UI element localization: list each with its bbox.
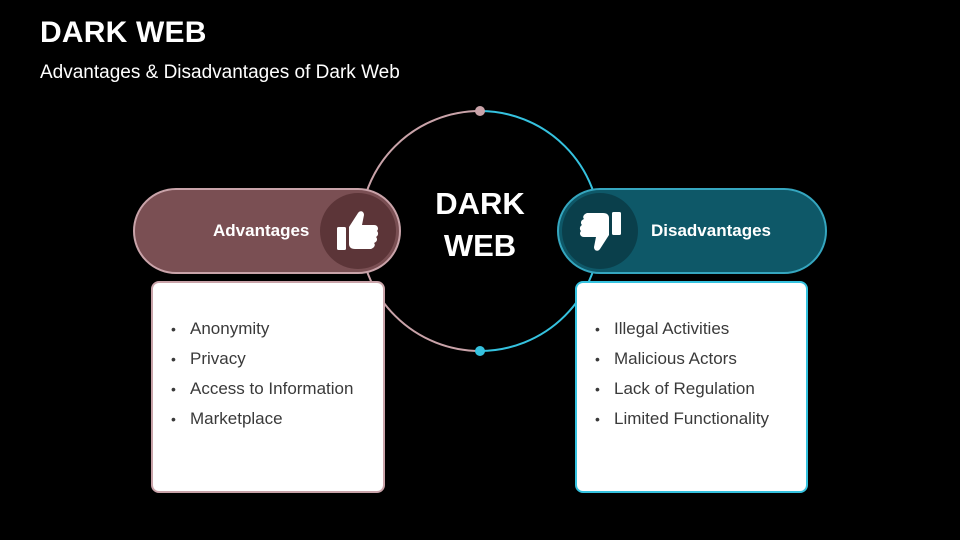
list-item: •Anonymity [153, 317, 383, 341]
bullet-icon: • [171, 321, 176, 337]
bullet-icon: • [595, 381, 600, 397]
advantages-card: •Anonymity •Privacy •Access to Informati… [151, 281, 385, 493]
advantages-header: Advantages [133, 188, 401, 274]
disadvantages-header: Disadvantages [557, 188, 827, 274]
disadvantages-card: •Illegal Activities •Malicious Actors •L… [575, 281, 808, 493]
advantages-list: •Anonymity •Privacy •Access to Informati… [153, 283, 383, 431]
thumbs-up-icon [337, 211, 379, 250]
ring-top-dot [475, 106, 485, 116]
ring-bottom-dot [475, 346, 485, 356]
disadvantages-list: •Illegal Activities •Malicious Actors •L… [577, 283, 806, 431]
slide-subtitle: Advantages & Disadvantages of Dark Web [40, 62, 400, 83]
list-item: •Lack of Regulation [577, 377, 806, 401]
thumbs-down-icon [579, 212, 621, 251]
list-item: •Access to Information [153, 377, 383, 401]
advantages-icon-badge [320, 193, 396, 269]
disadvantages-icon-badge [562, 193, 638, 269]
bullet-icon: • [595, 351, 600, 367]
center-label-line1: DARK [435, 186, 525, 221]
bullet-icon: • [595, 411, 600, 427]
bullet-icon: • [171, 351, 176, 367]
bullet-icon: • [595, 321, 600, 337]
bullet-icon: • [171, 381, 176, 397]
slide-title: DARK WEB [40, 16, 207, 49]
center-label-line2: WEB [443, 228, 517, 263]
disadvantages-label: Disadvantages [651, 221, 771, 240]
advantages-label: Advantages [213, 221, 310, 240]
list-item: •Illegal Activities [577, 317, 806, 341]
list-item: •Limited Functionality [577, 407, 806, 431]
list-item: •Marketplace [153, 407, 383, 431]
list-item: •Malicious Actors [577, 347, 806, 371]
center-label: DARK WEB [408, 183, 552, 267]
bullet-icon: • [171, 411, 176, 427]
list-item: •Privacy [153, 347, 383, 371]
